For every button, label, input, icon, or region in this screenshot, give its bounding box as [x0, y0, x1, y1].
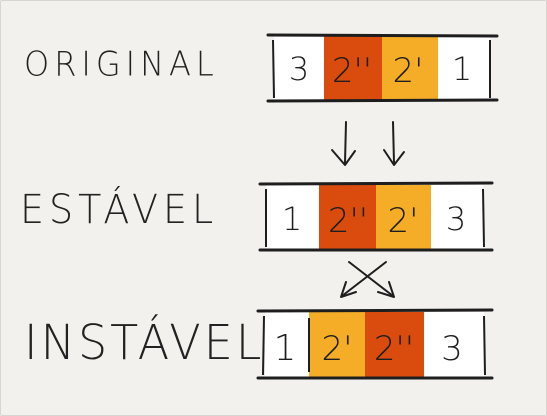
array-estavel: 1 2'' 2' 3 — [258, 181, 494, 252]
cell-instavel-1 — [309, 312, 365, 377]
cell-original-1 — [324, 36, 382, 100]
cell-original-3 — [438, 36, 490, 100]
cell-estavel-0 — [266, 185, 319, 249]
cell-estavel-2 — [376, 185, 431, 249]
value-original-2: 2' — [393, 51, 424, 91]
array-estavel-right-edge — [482, 188, 485, 248]
value-original-3: 1 — [452, 50, 472, 88]
cell-instavel-3 — [424, 312, 484, 377]
value-original-1: 2'' — [332, 51, 372, 91]
cell-original-2 — [382, 36, 438, 100]
label-estavel: ESTÁVEL — [20, 186, 219, 233]
cell-instavel-2 — [365, 312, 424, 377]
array-instavel-left-edge — [262, 315, 265, 376]
array-original: 3 2'' 2' 1 — [266, 33, 499, 103]
array-original-left-edge — [272, 39, 275, 99]
array-instavel-right-edge — [483, 315, 486, 376]
array-instavel-top-line — [256, 308, 494, 313]
value-estavel-3: 3 — [446, 200, 466, 238]
array-instavel: 1 2' 2'' 3 — [256, 308, 494, 380]
cell-estavel-3 — [431, 185, 483, 249]
array-estavel-top-line — [258, 181, 494, 186]
cell-instavel-0 — [265, 312, 309, 377]
value-instavel-3: 3 — [441, 329, 463, 369]
value-original-0: 3 — [289, 50, 309, 88]
value-estavel-0: 1 — [282, 200, 302, 238]
value-estavel-1: 2'' — [328, 201, 368, 241]
value-estavel-2: 2' — [388, 201, 419, 241]
down-arrow-icon — [331, 121, 356, 166]
array-original-top-line — [266, 33, 499, 38]
value-instavel-1: 2' — [322, 329, 353, 369]
cross-arrows-icon — [340, 261, 395, 298]
down-arrow-icon — [383, 121, 405, 166]
label-original: ORIGINAL — [24, 44, 219, 84]
array-original-bottom-line — [266, 98, 499, 103]
label-instavel: INSTÁVEL — [24, 314, 265, 371]
cell-estavel-1 — [319, 185, 376, 249]
value-instavel-2: 2'' — [374, 329, 414, 369]
value-instavel-0: 1 — [274, 328, 297, 369]
cell-original-0 — [274, 36, 324, 100]
